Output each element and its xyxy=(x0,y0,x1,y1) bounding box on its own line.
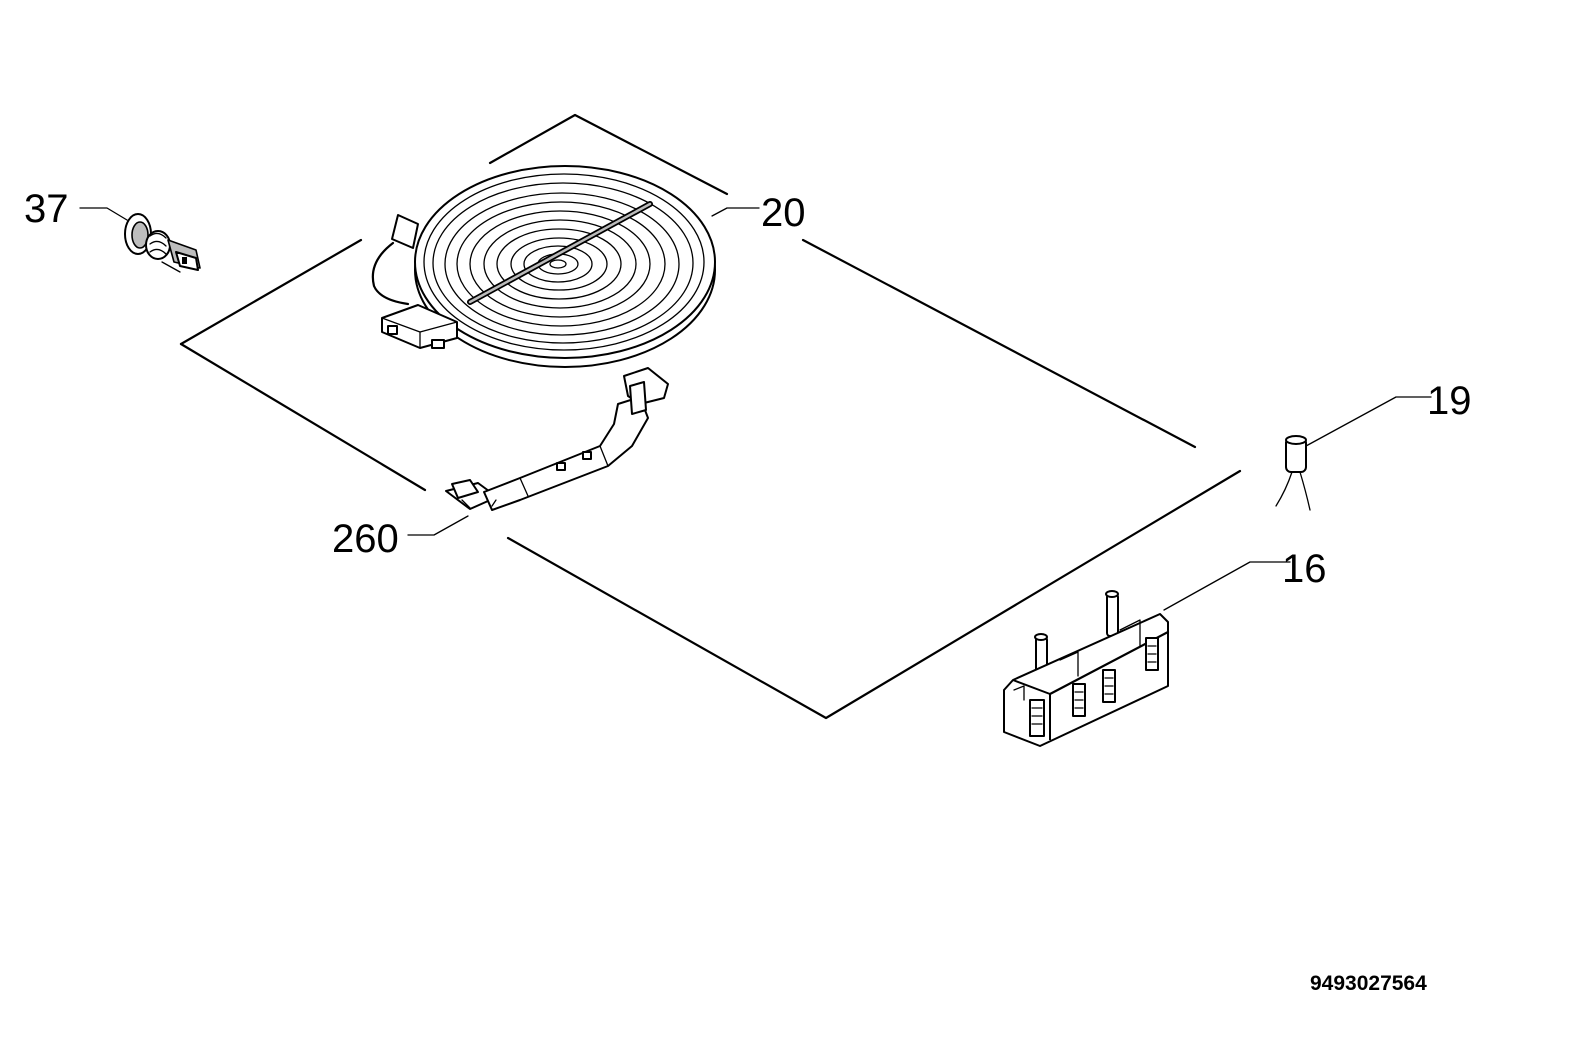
callout-16: 16 xyxy=(1282,547,1327,591)
mounting-bracket-icon[interactable] xyxy=(445,367,669,511)
temperature-sensor-icon[interactable] xyxy=(1275,435,1311,511)
document-number: 9493027564 xyxy=(1310,972,1427,995)
energy-regulator-switch-icon[interactable] xyxy=(1003,590,1170,747)
pilot-lamp-icon[interactable] xyxy=(124,213,201,273)
callout-19: 19 xyxy=(1427,379,1472,423)
cooktop-plate-outline xyxy=(179,113,1242,720)
callout-37: 37 xyxy=(24,187,69,231)
radiant-heating-element-icon[interactable] xyxy=(371,165,716,368)
leader-lines xyxy=(79,207,1432,611)
callout-260: 260 xyxy=(332,517,399,561)
callout-20: 20 xyxy=(761,191,806,235)
